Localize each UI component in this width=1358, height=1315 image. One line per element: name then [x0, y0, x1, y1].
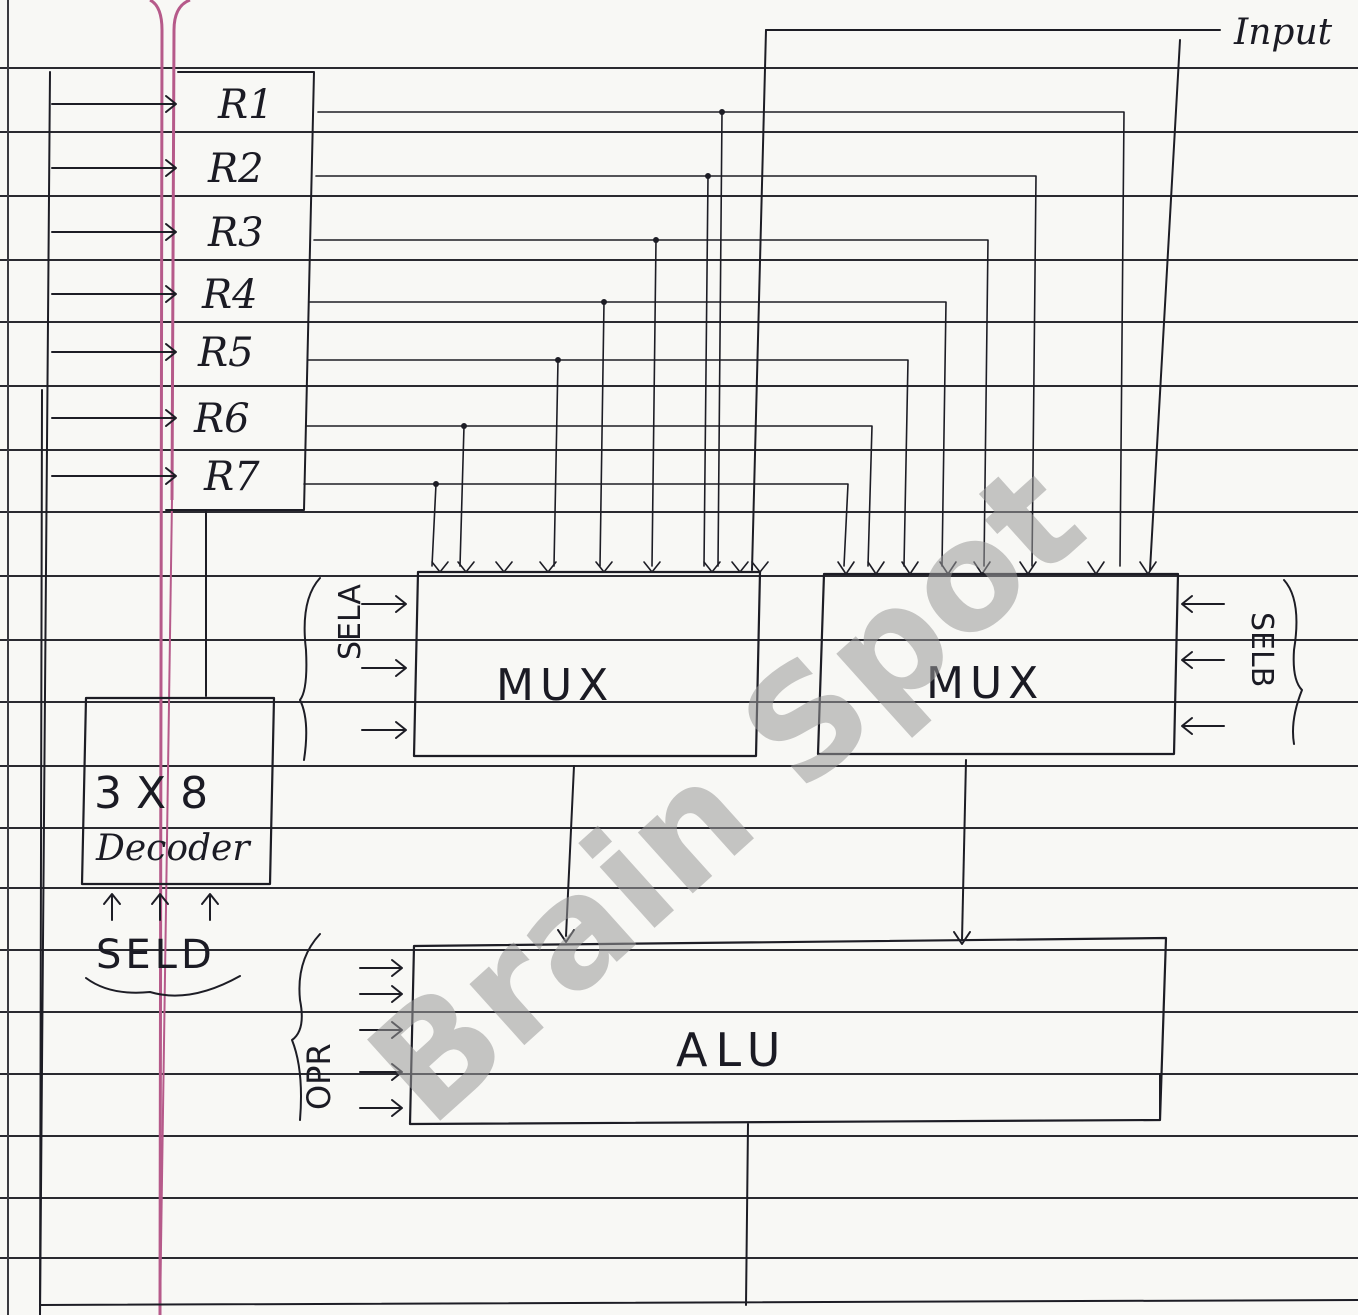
- register-input-arrowhead-3: [165, 223, 177, 241]
- register-out-a-2: [703, 175, 709, 567]
- register-out-b-2: [315, 175, 1037, 567]
- register-input-arrows: [51, 95, 177, 485]
- junction-dot-6: [461, 423, 467, 429]
- sela-label: SELA: [333, 584, 368, 660]
- register-label-6: R6: [193, 396, 250, 442]
- mux-a-input-arrow-5: [595, 561, 613, 573]
- mux-a-input-arrow-3: [495, 561, 513, 573]
- junction-dot-1: [719, 109, 725, 115]
- margin-lines: [7, 0, 191, 1315]
- alu-label: ALU: [676, 1023, 788, 1077]
- junction-dot-3: [653, 237, 659, 243]
- register-out-b-1: [317, 111, 1125, 567]
- mux-a-input-arrow-8: [731, 561, 749, 573]
- register-input-arrowhead-4: [165, 285, 177, 303]
- register-out-a-6: [459, 425, 465, 567]
- decoder-output-lines: [39, 71, 207, 1315]
- opr-arrows: [359, 959, 403, 1117]
- register-out-a-5: [553, 359, 559, 567]
- register-label-4: R4: [201, 272, 258, 318]
- register-label-1: R1: [217, 82, 274, 128]
- decoder-size-label: 3 X 8: [94, 768, 208, 819]
- selb-brace: [1283, 579, 1303, 745]
- register-label-2: R2: [207, 146, 264, 192]
- junction-dot-4: [601, 299, 607, 305]
- mux-to-alu-lines: [557, 759, 971, 945]
- sela-arrows: [361, 595, 407, 739]
- seld-brace: [85, 975, 241, 997]
- input-bus: [751, 29, 1221, 571]
- register-input-arrowhead-6: [165, 409, 177, 427]
- register-input-arrowhead-5: [165, 343, 177, 361]
- register-input-arrowhead-1: [165, 95, 177, 113]
- mux-b-input-arrow-8: [1139, 561, 1157, 575]
- selb-arrows: [1181, 595, 1225, 735]
- mux-a-input-arrow-9: [751, 561, 769, 573]
- register-out-b-4: [309, 301, 947, 567]
- junction-dot-2: [705, 173, 711, 179]
- register-out-b-3: [313, 239, 989, 567]
- opr-label: OPR: [300, 1043, 338, 1110]
- mux-b-box: [816, 572, 1180, 756]
- register-out-b-5: [307, 359, 909, 567]
- decoder-box: [80, 696, 276, 886]
- selb-label: SELB: [1244, 612, 1279, 687]
- junction-dot-5: [555, 357, 561, 363]
- register-out-a-3: [651, 239, 657, 567]
- alu-output-line: [39, 1073, 1358, 1306]
- register-block: [165, 71, 315, 511]
- register-out-a-7: [431, 483, 437, 567]
- seld-label: SELD: [96, 932, 216, 978]
- mux-b-label: MUX: [926, 658, 1044, 709]
- register-out-a-4: [599, 301, 605, 567]
- input-label: Input: [1233, 12, 1333, 53]
- seld-arrows: [103, 893, 219, 921]
- sela-brace: [299, 577, 321, 761]
- register-out-b-7: [303, 483, 849, 567]
- register-input-arrowhead-7: [165, 467, 177, 485]
- ruled-lines: [0, 67, 1358, 1259]
- register-input-arrowhead-2: [165, 159, 177, 177]
- register-label-3: R3: [207, 210, 264, 256]
- mux-a-input-arrow-1: [431, 561, 449, 573]
- register-out-b-6: [305, 425, 873, 567]
- junction-dot-7: [433, 481, 439, 487]
- register-output-wiring: [303, 109, 1157, 575]
- opr-brace: [291, 933, 321, 1121]
- register-out-a-1: [717, 111, 723, 567]
- decoder-label: Decoder: [95, 828, 251, 869]
- register-label-5: R5: [197, 330, 254, 376]
- mux-a-box: [412, 570, 762, 758]
- mux-a-label: MUX: [496, 660, 614, 711]
- register-label-7: R7: [203, 454, 260, 500]
